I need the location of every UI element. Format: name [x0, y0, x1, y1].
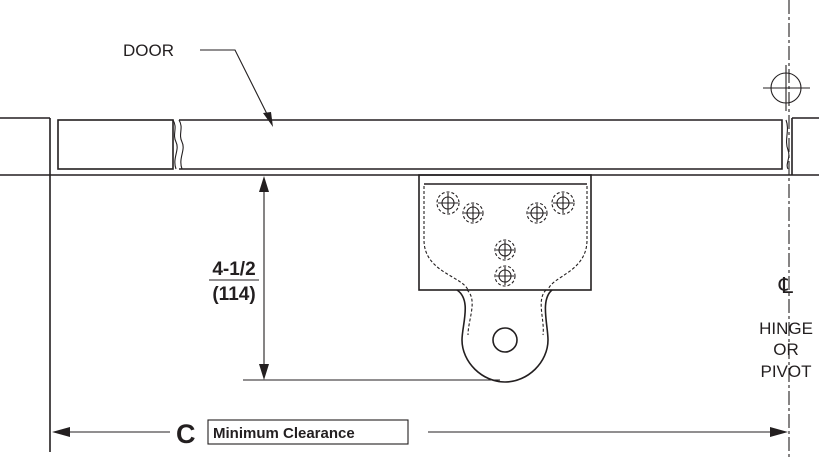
closer-arm-hub: [456, 289, 553, 383]
door-slab: [57, 119, 783, 170]
screw-hole-1: [436, 191, 460, 215]
closer-mounting-plate: [418, 174, 592, 291]
frame-jamb-right: [785, 117, 819, 175]
hinge-label-group: ℄ HINGE OR PIVOT: [759, 273, 813, 381]
clearance-text: Minimum Clearance: [213, 425, 355, 442]
centerline-symbol: ℄: [778, 273, 794, 298]
clearance-arrow-left: [52, 427, 70, 437]
door-label-group: DOOR: [123, 41, 273, 127]
dimension-arrow-top: [259, 176, 269, 192]
hinge-label-line2: OR: [773, 340, 799, 359]
frame-jamb-left: [0, 117, 819, 452]
screw-holes: [436, 191, 575, 287]
screw-hole-2: [462, 202, 484, 224]
dimension-metric: (114): [212, 284, 255, 305]
clearance-letter: C: [176, 419, 196, 449]
projection-dimension: 4-1/2 (114): [209, 176, 500, 381]
pivot-hole: [492, 327, 518, 353]
screw-hole-4: [551, 191, 575, 215]
screw-hole-3: [526, 202, 548, 224]
screw-hole-6: [494, 265, 516, 287]
clearance-dimension: C Minimum Clearance: [52, 419, 788, 449]
hinge-label-line1: HINGE: [759, 319, 813, 338]
clearance-arrow-right: [770, 427, 788, 437]
hinge-centerline: [763, 0, 810, 459]
dimension-fraction: 4-1/2: [212, 259, 255, 280]
screw-hole-5: [494, 239, 516, 261]
dimension-arrow-bottom: [259, 364, 269, 380]
clearance-box: [207, 419, 409, 445]
hinge-label-line3: PIVOT: [760, 362, 811, 381]
door-label: DOOR: [123, 41, 174, 60]
